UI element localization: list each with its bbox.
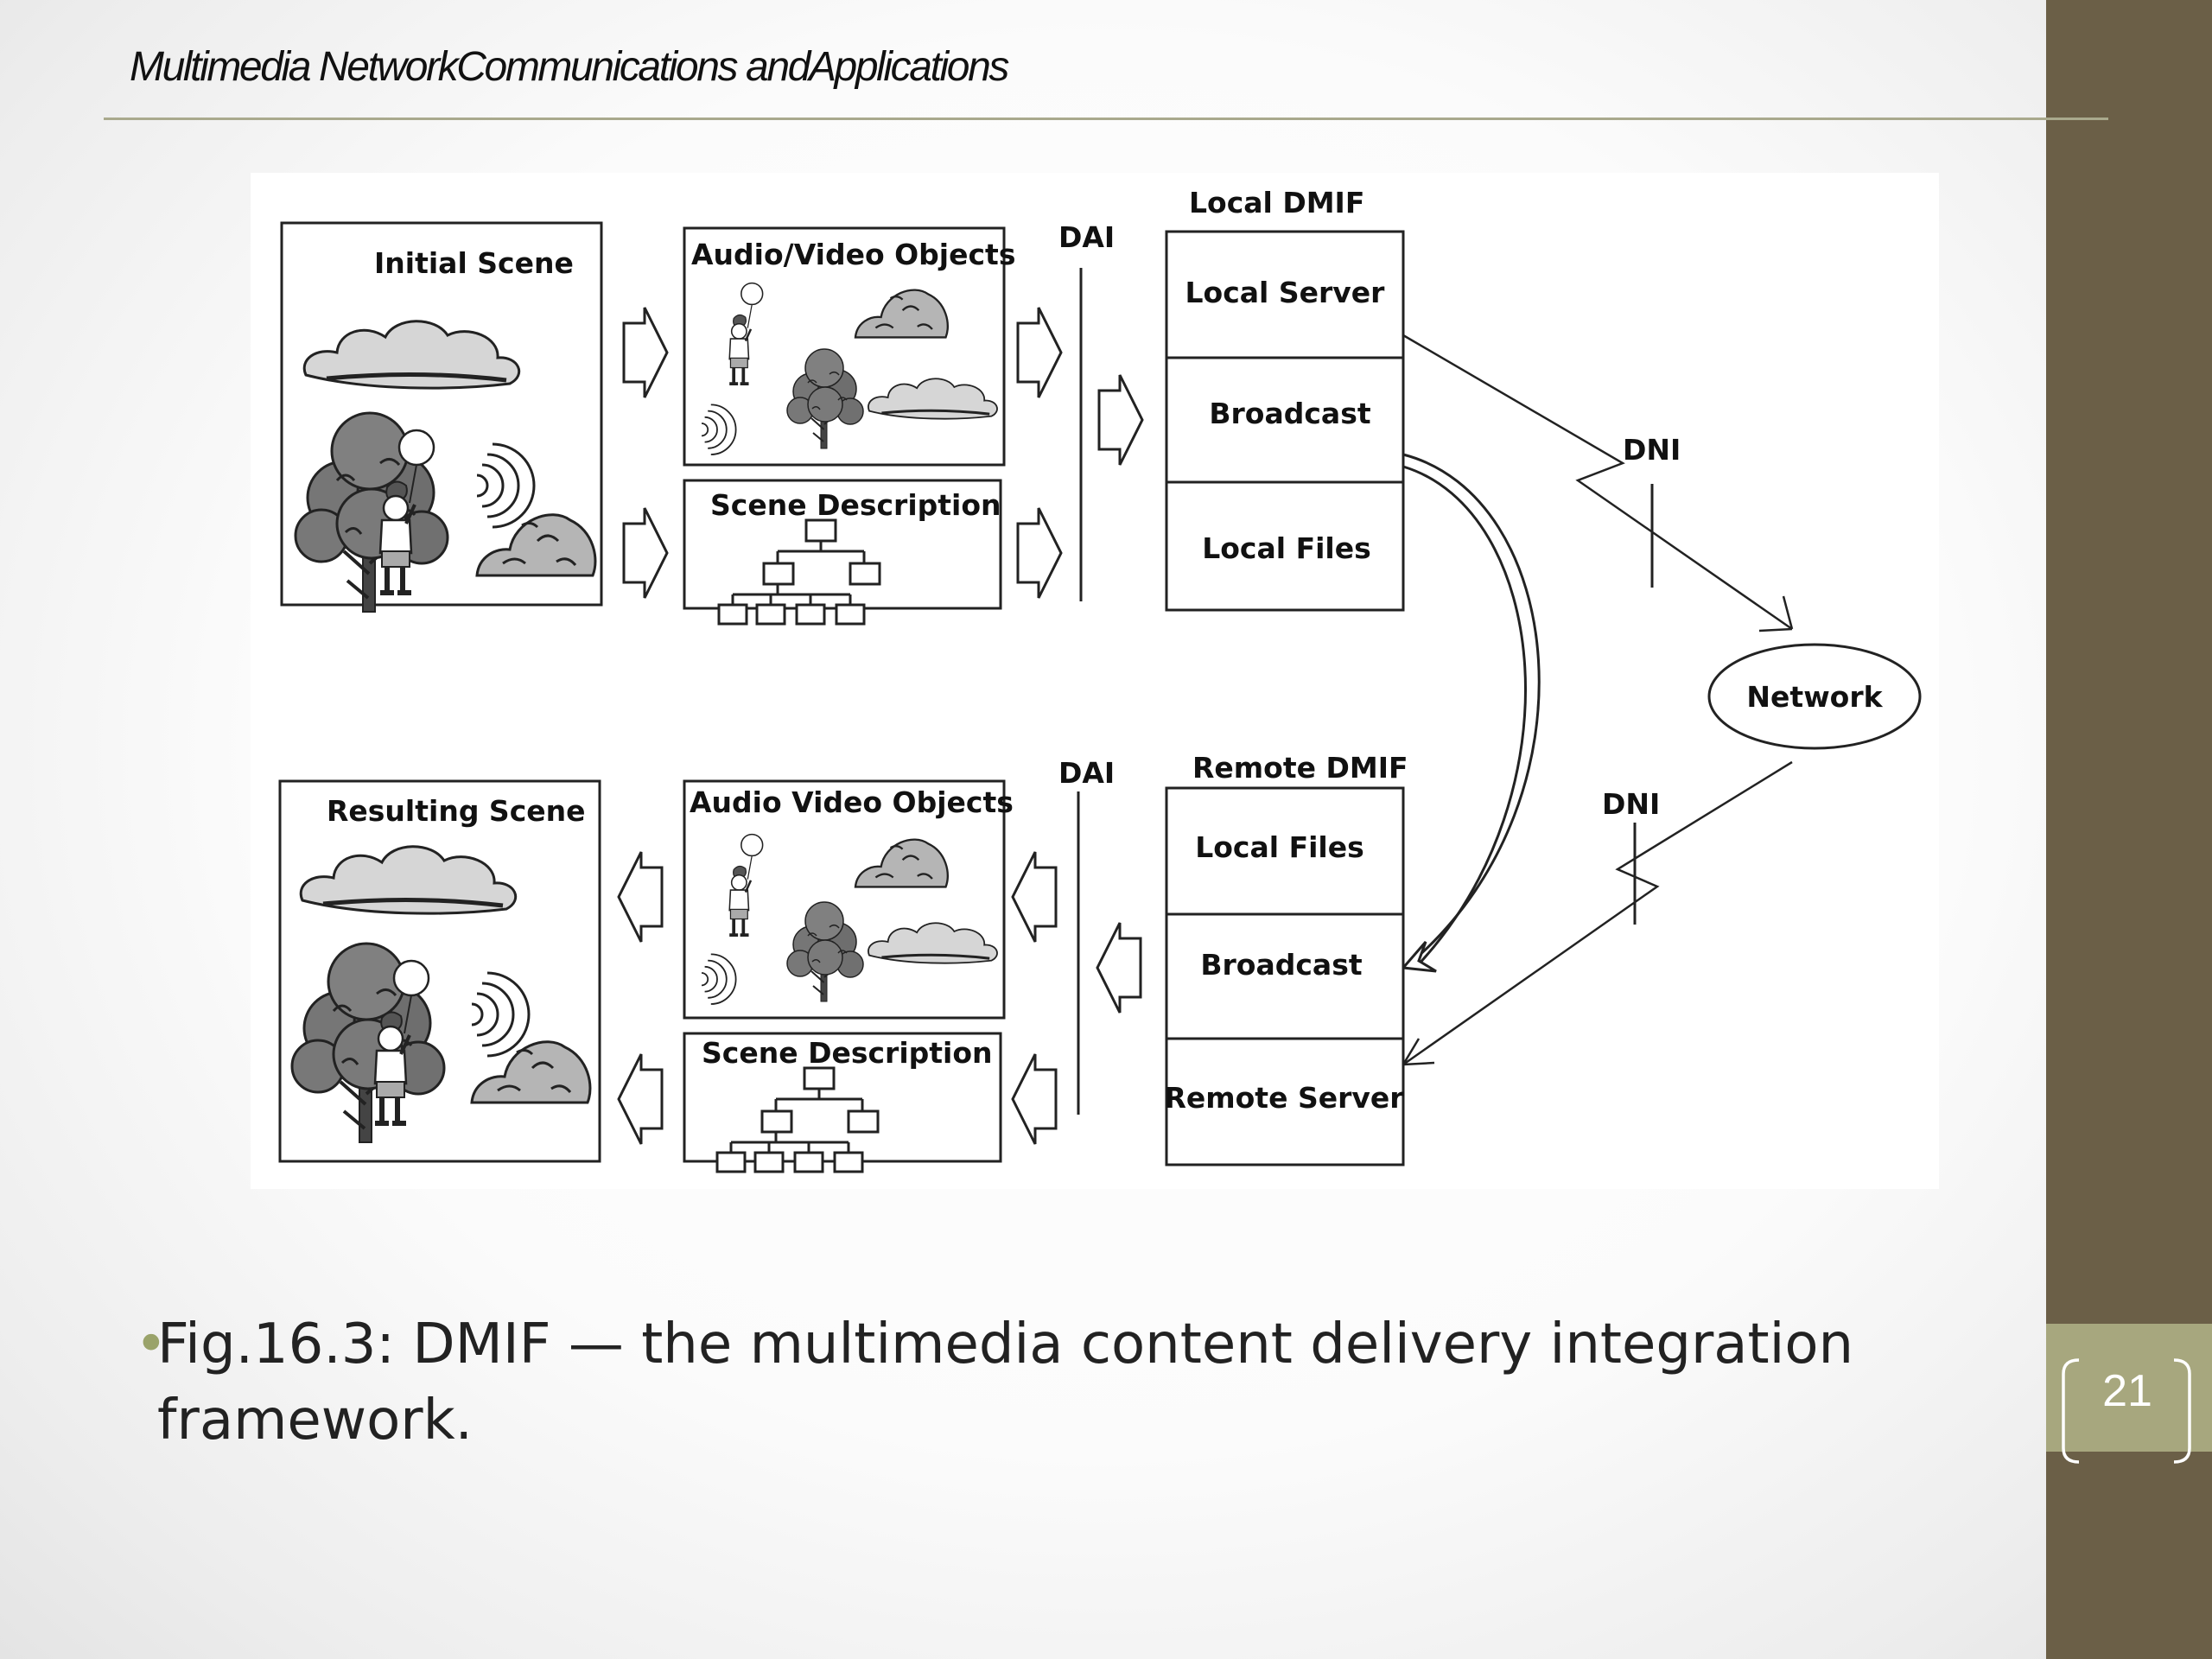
header-divider [104,118,2108,120]
right-arrow-icon [622,506,669,600]
av-objects-label: Audio Video Objects [690,785,1014,819]
figure-panel: Initial Scene Audio/Video Objects Scene … [251,173,1939,1189]
av-objects-label: Audio/Video Objects [691,238,1015,271]
av-objects-panel-top: Audio/Video Objects [683,226,1015,467]
page-number-tab [2046,1324,2212,1452]
dmif-item-remote-server: Remote Server [1164,1081,1404,1115]
remote-dmif-label: Remote DMIF [1192,751,1408,785]
left-arrow-icon [1011,850,1058,944]
left-arrow-icon [1011,1052,1058,1146]
resulting-scene-panel: Resulting Scene [278,779,601,1163]
dai-label-top: DAI [1058,220,1115,254]
right-brace-icon [2173,1358,2191,1464]
dai-label-bottom: DAI [1058,756,1115,790]
left-brace-icon [2062,1358,2080,1464]
scene-description-panel-top: Scene Description [683,479,1002,626]
scene-description-panel-bottom: Scene Description [683,1032,1002,1173]
right-arrow-icon [622,306,669,399]
bullet-marker: • [135,1313,168,1376]
scene-description-label: Scene Description [710,488,1001,522]
left-arrow-icon [617,850,664,944]
scene-description-label: Scene Description [702,1036,993,1070]
caption-text: Fig.16.3: DMIF — the multimedia content … [157,1313,1854,1452]
right-arrow-icon [1016,506,1063,600]
dmif-item-broadcast: Broadcast [1209,397,1370,430]
dmif-item-local-files: Local Files [1202,531,1371,565]
arrowhead-icon [1400,941,1437,973]
network-node: Network [1707,643,1922,750]
local-dmif-label: Local DMIF [1189,186,1364,219]
dmif-item-local-files: Local Files [1195,830,1364,864]
left-arrow-icon [1096,921,1142,1014]
dni-label-bottom: DNI [1602,787,1660,821]
figure-caption: • Fig.16.3: DMIF — the multimedia conten… [130,1306,1858,1459]
initial-scene-panel: Initial Scene [280,221,603,613]
initial-scene-label: Initial Scene [374,246,574,280]
remote-dmif-box: Local Files Broadcast Remote Server [1164,786,1405,1166]
network-link-bottom [1402,760,1793,1066]
arrowhead-icon [1758,595,1794,632]
right-arrow-icon [1016,306,1063,399]
page-number: 21 [2102,1366,2152,1416]
network-link-top [1402,334,1793,631]
left-arrow-icon [617,1052,664,1146]
arrowhead-icon [1402,1038,1435,1066]
right-arrow-icon [1097,373,1144,467]
dmif-item-local-server: Local Server [1185,276,1386,309]
local-dmif-box: Local Server Broadcast Local Files [1165,230,1405,612]
dmif-diagram: Initial Scene Audio/Video Objects Scene … [278,186,1922,1173]
network-label: Network [1746,680,1883,714]
av-objects-panel-bottom: Audio Video Objects [683,779,1014,1020]
resulting-scene-label: Resulting Scene [327,794,586,828]
header-title: Multimedia NetworkCommunications andAppl… [130,44,1009,90]
dni-label-top: DNI [1623,433,1681,467]
dmif-item-broadcast: Broadcast [1200,948,1362,982]
broadcast-link [1400,453,1541,973]
